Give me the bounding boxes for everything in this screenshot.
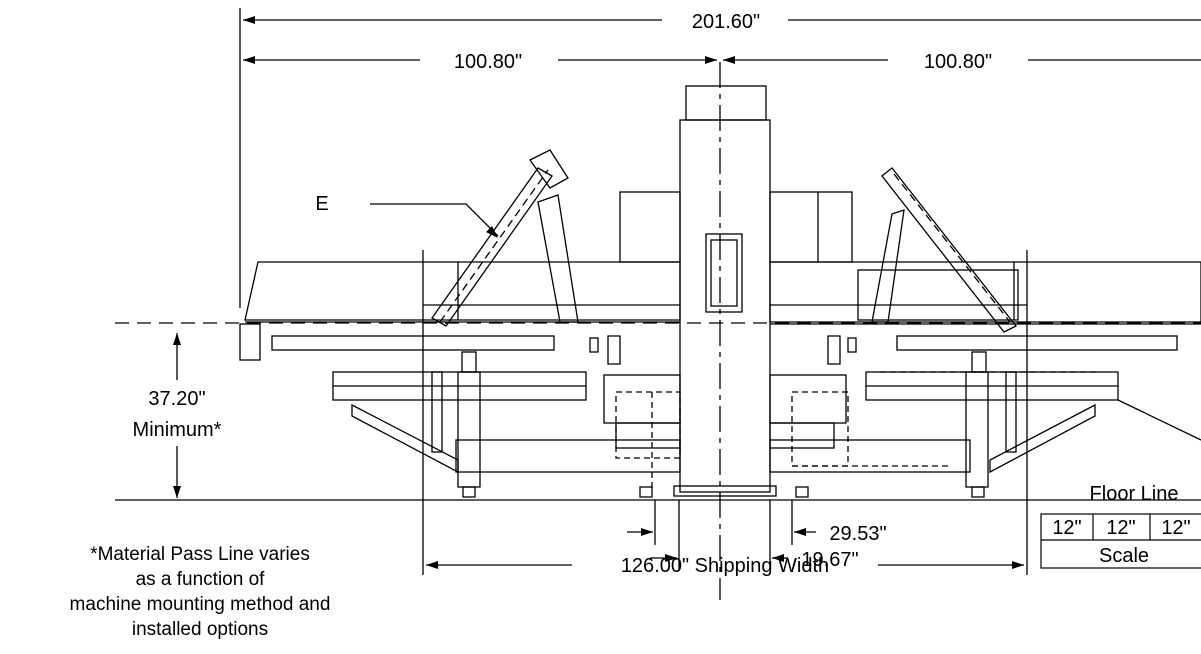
shipping-width-label: 126.00" Shipping Width bbox=[621, 555, 829, 577]
footnote-line-3: machine mounting method and bbox=[70, 594, 331, 615]
offset-outer-label: 29.53" bbox=[829, 523, 886, 545]
hidden-lines bbox=[615, 371, 1100, 490]
footnote-line-1: *Material Pass Line varies bbox=[90, 544, 310, 565]
scale-cell-1: 12" bbox=[1052, 517, 1081, 539]
pass-line-height-label: 37.20" bbox=[148, 388, 205, 410]
callout-leader bbox=[370, 203, 499, 237]
overall-width-label: 201.60" bbox=[692, 11, 760, 33]
right-operator-arm bbox=[871, 167, 1018, 333]
floor-line-label: Floor Line bbox=[1090, 483, 1179, 505]
machine-body bbox=[239, 85, 1201, 498]
offset-inner-label: 19.67" bbox=[801, 549, 858, 571]
footnote-line-2: as a function of bbox=[136, 569, 266, 590]
dimension-lines bbox=[173, 16, 1201, 569]
extension-lines bbox=[239, 8, 1028, 575]
scale-box bbox=[1040, 513, 1201, 569]
callout-arrowhead bbox=[486, 226, 498, 238]
scale-cell-2: 12" bbox=[1106, 517, 1135, 539]
left-operator-arm bbox=[431, 149, 579, 327]
pass-line-qualifier-label: Minimum* bbox=[133, 419, 222, 441]
scale-cell-3: 12" bbox=[1161, 517, 1190, 539]
scale-label: Scale bbox=[1099, 545, 1149, 567]
callout-label: E bbox=[315, 193, 328, 215]
half-width-right-label: 100.80" bbox=[924, 51, 992, 73]
half-width-left-label: 100.80" bbox=[454, 51, 522, 73]
footnote-line-4: installed options bbox=[132, 619, 268, 640]
